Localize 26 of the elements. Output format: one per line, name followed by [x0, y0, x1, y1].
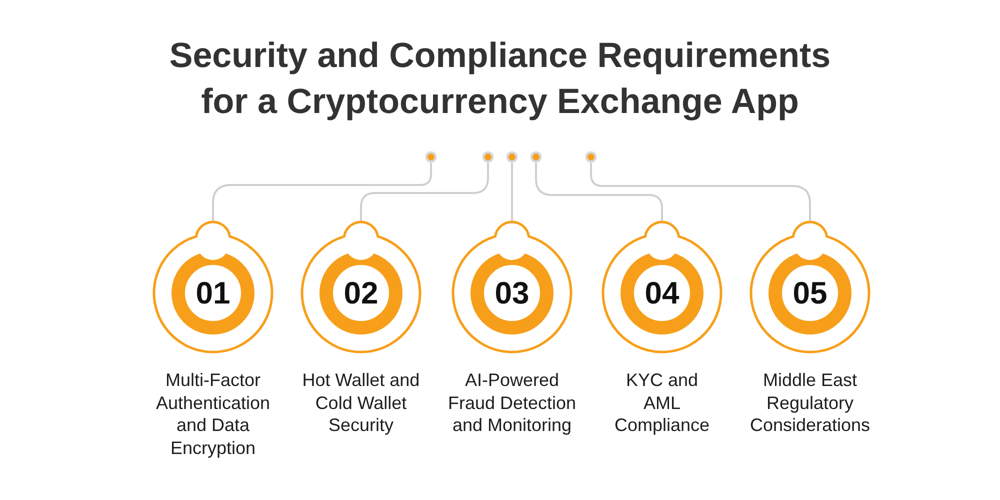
step-badge: [451, 221, 573, 354]
connector-line: [212, 163, 432, 221]
step-badge: [300, 221, 422, 354]
connector-line: [535, 163, 663, 221]
step-label: Hot Wallet and Cold Wallet Security: [301, 369, 421, 436]
step-number: 01: [196, 278, 230, 308]
step-number: 02: [344, 278, 378, 308]
connector-line: [360, 163, 489, 221]
step-label: Multi-Factor Authentication and Data Encryption: [154, 369, 272, 459]
connector-line: [590, 163, 811, 221]
connector-line: [511, 163, 513, 221]
step-badge: [601, 221, 723, 354]
step-number: 05: [792, 278, 828, 308]
step-label: AI-Powered Fraud Detection and Monitoring: [446, 369, 578, 436]
step-number: 03: [494, 278, 530, 308]
step-label: Middle East Regulatory Considerations: [748, 369, 872, 436]
connector-dot: [530, 151, 542, 163]
connector-dot: [482, 151, 494, 163]
step-number: 04: [644, 278, 680, 308]
step-label: KYC and AML Compliance: [613, 369, 711, 436]
connector-dot: [425, 151, 437, 163]
title: Security and Compliance Requirements for a Cryptocurrency Exchange App: [168, 35, 832, 123]
connector-dot: [585, 151, 597, 163]
step-badge: [749, 221, 871, 354]
step-badge: [152, 221, 274, 354]
connector-dot: [506, 151, 518, 163]
